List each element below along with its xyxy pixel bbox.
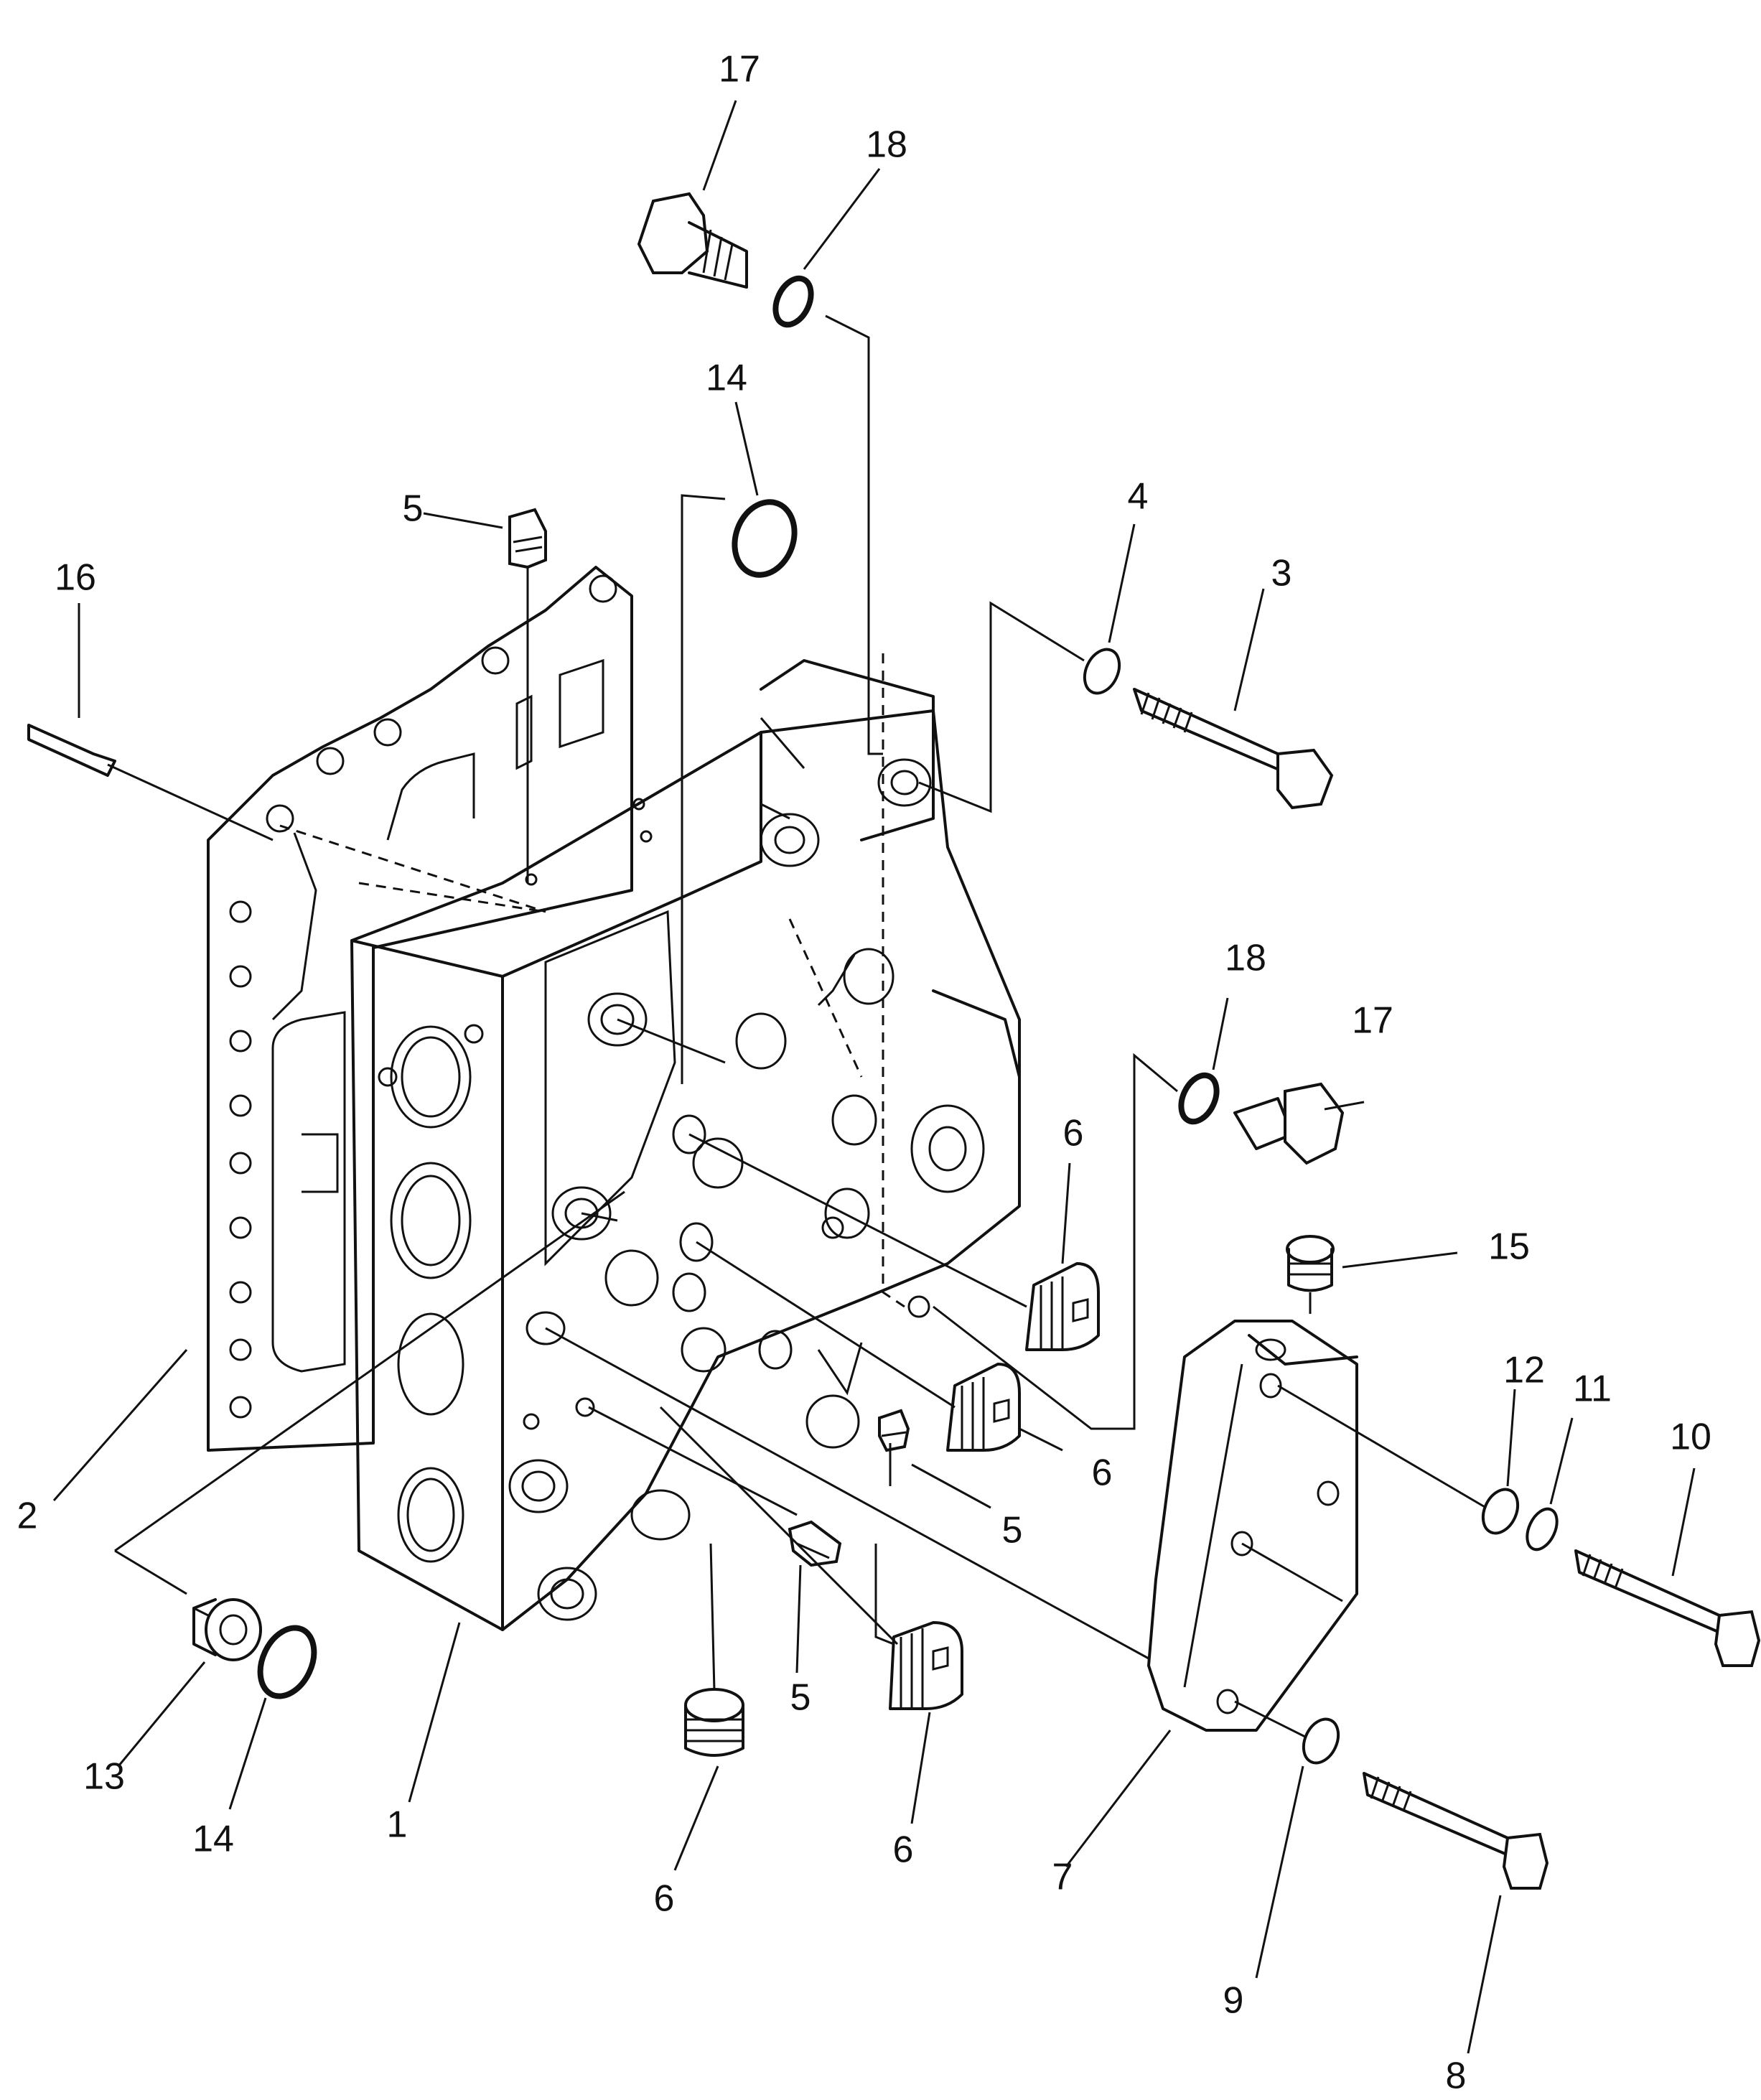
plug-6-right bbox=[1025, 1262, 1100, 1351]
plug-15 bbox=[1286, 1235, 1335, 1292]
bolt-3 bbox=[1133, 688, 1334, 810]
callout-6-middle: 6 bbox=[1092, 1452, 1113, 1494]
plug-5-middle bbox=[878, 1409, 910, 1452]
o-ring-top bbox=[772, 275, 814, 328]
callout-5-lower: 5 bbox=[790, 1677, 811, 1719]
callout-5-middle: 5 bbox=[1002, 1510, 1023, 1551]
washer-11 bbox=[1526, 1507, 1559, 1551]
valve-body bbox=[279, 653, 1021, 1631]
cover bbox=[1147, 1320, 1358, 1732]
callout-pointers bbox=[52, 100, 1696, 2054]
callout-5-top: 5 bbox=[403, 488, 424, 530]
callout-18-right: 18 bbox=[1225, 938, 1266, 979]
plug-bolt-right bbox=[1233, 1082, 1345, 1165]
callout-16: 16 bbox=[55, 557, 96, 599]
plug-6-middle bbox=[946, 1363, 1021, 1452]
callout-8: 8 bbox=[1446, 2055, 1467, 2097]
callout-6-right: 6 bbox=[1063, 1113, 1084, 1154]
plug-6-lower bbox=[889, 1621, 963, 1710]
callout-labels: 17 18 14 5 16 4 3 18 17 6 15 12 11 10 6 … bbox=[17, 49, 1711, 2097]
washer-9 bbox=[1302, 1717, 1340, 1765]
callout-15: 15 bbox=[1488, 1226, 1530, 1268]
callout-11: 11 bbox=[1573, 1368, 1612, 1410]
plug-5-top bbox=[508, 508, 547, 569]
pin-16 bbox=[27, 724, 116, 777]
callout-14-lower: 14 bbox=[192, 1819, 234, 1860]
callout-18-top: 18 bbox=[866, 124, 907, 166]
washer-12 bbox=[1481, 1488, 1520, 1535]
callout-6-bottom: 6 bbox=[654, 1878, 675, 1920]
callout-13: 13 bbox=[83, 1756, 125, 1798]
bolt-10 bbox=[1574, 1549, 1761, 1667]
o-ring-lower bbox=[257, 1625, 317, 1699]
o-ring-upper bbox=[732, 499, 798, 578]
callout-2: 2 bbox=[17, 1495, 38, 1537]
plug-6-bottom bbox=[684, 1688, 744, 1757]
callout-17-right: 17 bbox=[1352, 1000, 1393, 1042]
callout-12: 12 bbox=[1503, 1350, 1545, 1391]
bolt-8 bbox=[1363, 1772, 1549, 1890]
callout-1: 1 bbox=[387, 1804, 408, 1846]
callout-10: 10 bbox=[1670, 1417, 1711, 1458]
gasket bbox=[207, 566, 633, 1452]
o-ring-right bbox=[1178, 1072, 1220, 1125]
callout-4: 4 bbox=[1128, 476, 1149, 518]
plug-5-lower bbox=[788, 1520, 842, 1567]
callout-6-lower: 6 bbox=[893, 1829, 914, 1871]
callout-14-upper: 14 bbox=[706, 358, 747, 399]
callout-3: 3 bbox=[1271, 553, 1292, 594]
washer-4 bbox=[1083, 648, 1121, 695]
assembly-lines bbox=[107, 314, 1487, 1739]
callout-9: 9 bbox=[1223, 1980, 1244, 2022]
plug-13 bbox=[192, 1598, 262, 1661]
plug-bolt-top bbox=[637, 192, 748, 289]
callout-17-top: 17 bbox=[719, 49, 760, 90]
callout-7: 7 bbox=[1052, 1857, 1073, 1898]
